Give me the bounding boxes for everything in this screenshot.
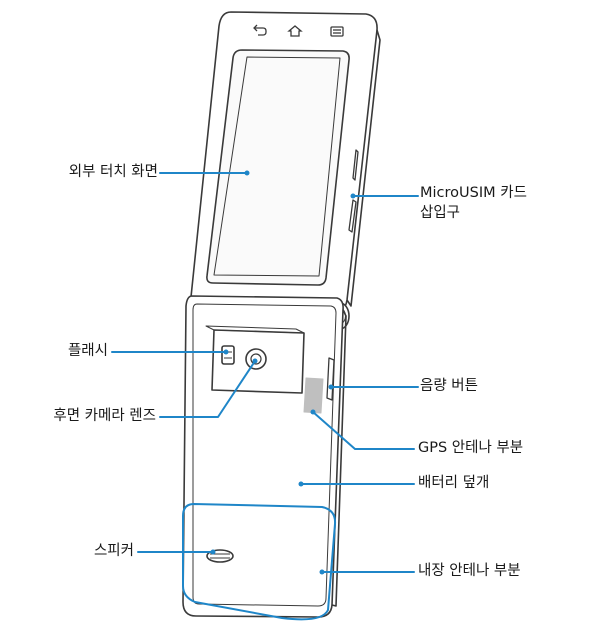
back-icon [253, 24, 267, 36]
label-microusim-slot-line2: 삽입구 [420, 205, 461, 221]
label-gps-antenna: GPS 안테나 부분 [418, 440, 524, 456]
label-outer-touch-screen: 외부 터치 화면 [68, 164, 158, 180]
menu-icon [330, 26, 344, 37]
callout-gps [312, 411, 415, 450]
label-internal-antenna: 내장 안테나 부분 [418, 563, 521, 579]
outer-touch-screen-frame [206, 49, 350, 286]
gps-antenna-region [303, 377, 324, 414]
microusim-slot [352, 149, 359, 181]
side-key-upper [348, 199, 357, 233]
label-volume-button: 음량 버튼 [420, 378, 478, 394]
label-flash: 플래시 [67, 343, 108, 359]
upper-side-edge [346, 29, 381, 307]
outer-touch-screen-inner [213, 56, 341, 277]
lower-side-edge [331, 309, 347, 607]
volume-button [326, 357, 335, 401]
home-icon [287, 25, 303, 37]
flash [221, 345, 235, 365]
label-battery-cover: 배터리 덮개 [418, 475, 490, 491]
label-speaker: 스피커 [93, 543, 134, 559]
callout-lines [111, 170, 419, 621]
callout-camera-lens [159, 360, 256, 418]
label-microusim-slot: MicroUSIM 카드 [420, 185, 527, 201]
internal-antenna-region [182, 503, 337, 621]
lower-inner-edge [192, 303, 337, 607]
label-rear-camera-lens: 후면 카메라 렌즈 [53, 408, 156, 424]
